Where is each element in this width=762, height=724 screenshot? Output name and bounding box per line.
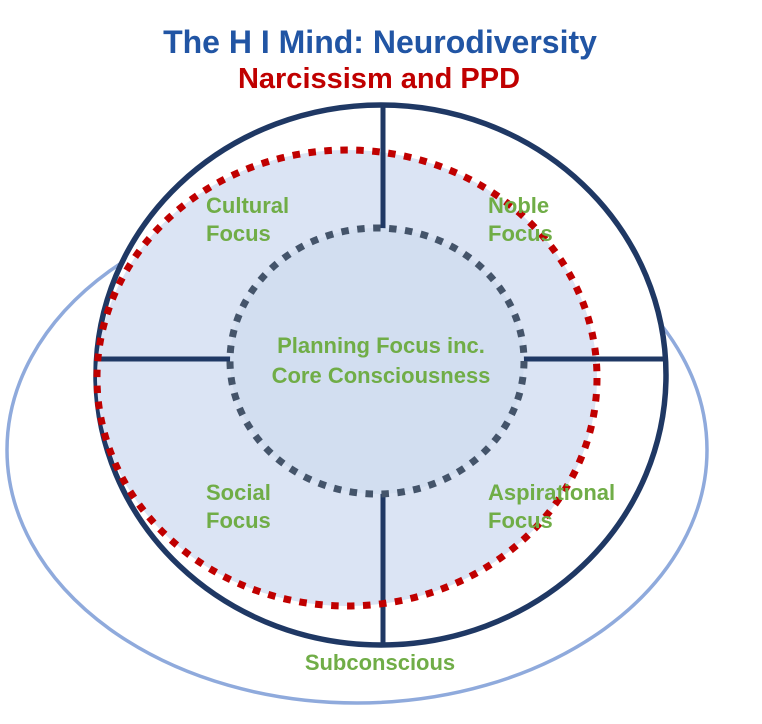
quadrant-label-noble-line2: Focus <box>488 221 553 246</box>
quadrant-label-cultural-line2: Focus <box>206 221 271 246</box>
center-label-line1: Planning Focus inc. <box>277 333 485 358</box>
quadrant-label-social-line1: Social <box>206 480 271 505</box>
quadrant-label-cultural-line1: Cultural <box>206 193 289 218</box>
quadrant-label-noble-line1: Noble <box>488 193 549 218</box>
quadrant-label-aspirational-line2: Focus <box>488 508 553 533</box>
red-dotted-boundary <box>93 146 601 610</box>
core-consciousness-circle <box>226 224 528 498</box>
page-title: The H I Mind: Neurodiversity <box>163 24 597 60</box>
center-label-line2: Core Consciousness <box>272 363 491 388</box>
quadrant-label-social-line2: Focus <box>206 508 271 533</box>
subconscious-label: Subconscious <box>305 650 455 675</box>
page-subtitle: Narcissism and PPD <box>238 63 520 95</box>
quadrant-label-aspirational-line1: Aspirational <box>488 480 615 505</box>
